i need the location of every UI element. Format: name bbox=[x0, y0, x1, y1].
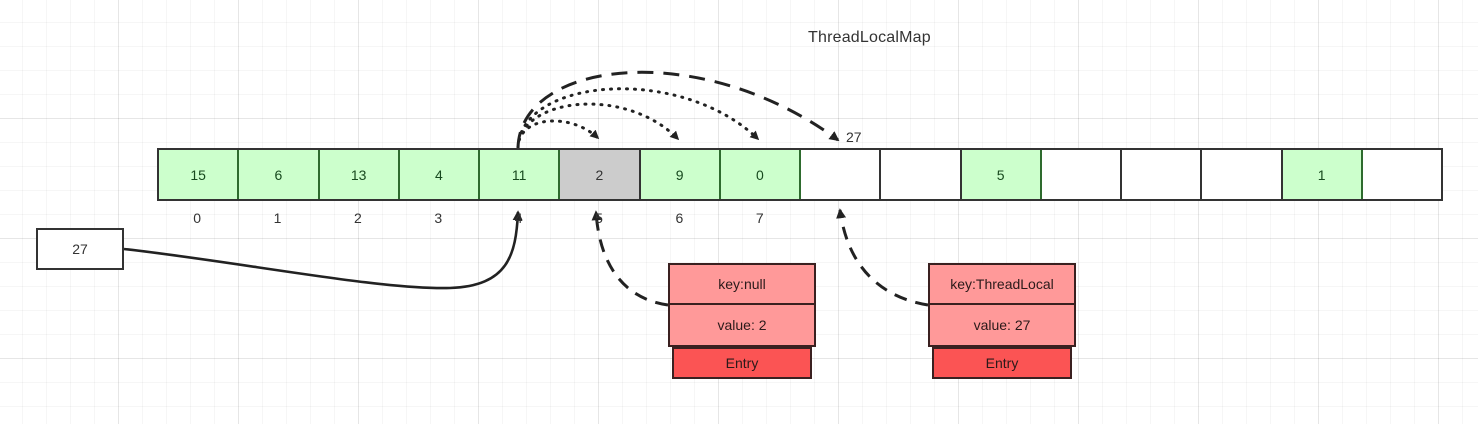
arrow-rehash-to-slot-8 bbox=[516, 70, 840, 149]
table-slot-8[interactable] bbox=[801, 150, 882, 199]
entry-box-key-null: key:null value: 2 Entry bbox=[668, 263, 816, 379]
arrow-probe-to-slot-5 bbox=[516, 119, 600, 150]
arrow-entry-threadlocal-to-slot-8 bbox=[836, 208, 929, 307]
diagram-title: ThreadLocalMap bbox=[808, 29, 931, 46]
slot-index-blank-13 bbox=[1202, 210, 1282, 232]
slot-index-blank-12 bbox=[1122, 210, 1202, 232]
slot-index-blank-9 bbox=[880, 210, 960, 232]
slot-index-2: 2 bbox=[354, 210, 362, 226]
slot-index-6: 6 bbox=[675, 210, 684, 226]
table-slot-14[interactable]: 1 bbox=[1282, 150, 1363, 199]
entry-type-label: Entry bbox=[932, 347, 1072, 379]
entry-type-label: Entry bbox=[672, 347, 812, 379]
table-slot-10[interactable]: 5 bbox=[961, 150, 1042, 199]
table-slot-13[interactable] bbox=[1202, 150, 1283, 199]
entry-key-field: key:ThreadLocal bbox=[928, 263, 1076, 305]
table-slot-11[interactable] bbox=[1041, 150, 1122, 199]
slot-index-5: 5 bbox=[595, 210, 603, 226]
table-slot-2[interactable]: 13 bbox=[319, 150, 400, 199]
threadlocalmap-table: 15 6 13 4 11 2 9 0 5 1 bbox=[157, 148, 1443, 201]
entry-box-key-threadlocal: key:ThreadLocal value: 27 Entry bbox=[928, 263, 1076, 379]
slot-index-blank-10 bbox=[961, 210, 1041, 232]
table-slot-4[interactable]: 11 bbox=[480, 150, 561, 199]
table-slot-3[interactable]: 4 bbox=[399, 150, 480, 199]
table-slot-5[interactable]: 2 bbox=[560, 150, 641, 199]
table-slot-15[interactable] bbox=[1362, 150, 1441, 199]
slot-index-blank-8 bbox=[800, 210, 880, 232]
entry-value-field: value: 27 bbox=[928, 305, 1076, 347]
slot-index-blank-15 bbox=[1363, 210, 1443, 232]
table-slot-12[interactable] bbox=[1122, 150, 1203, 199]
arrow-probe-to-slot-7 bbox=[516, 87, 760, 150]
source-value-box[interactable]: 27 bbox=[36, 228, 124, 270]
insert-value-label: 27 bbox=[846, 129, 862, 145]
entry-value-field: value: 2 bbox=[668, 305, 816, 347]
slot-index-0: 0 bbox=[193, 210, 202, 226]
table-slot-9[interactable] bbox=[881, 150, 962, 199]
slot-index-3: 3 bbox=[434, 210, 443, 226]
table-slot-0[interactable]: 15 bbox=[159, 150, 240, 199]
slot-index-blank-11 bbox=[1041, 210, 1121, 232]
arrow-probe-to-slot-6 bbox=[516, 102, 680, 150]
arrow-entry-null-to-slot-5 bbox=[591, 210, 669, 307]
table-slot-1[interactable]: 6 bbox=[239, 150, 320, 199]
slot-index-7: 7 bbox=[755, 210, 764, 226]
slot-index-labels: 0 1 2 3 4 5 6 7 bbox=[157, 210, 1443, 232]
entry-key-field: key:null bbox=[668, 263, 816, 305]
slot-index-4: 4 bbox=[514, 210, 523, 226]
arrow-source-to-slot-4 bbox=[123, 210, 523, 290]
table-slot-6[interactable]: 9 bbox=[640, 150, 721, 199]
table-slot-7[interactable]: 0 bbox=[720, 150, 801, 199]
slot-index-1: 1 bbox=[273, 210, 282, 226]
slot-index-blank-14 bbox=[1282, 210, 1362, 232]
